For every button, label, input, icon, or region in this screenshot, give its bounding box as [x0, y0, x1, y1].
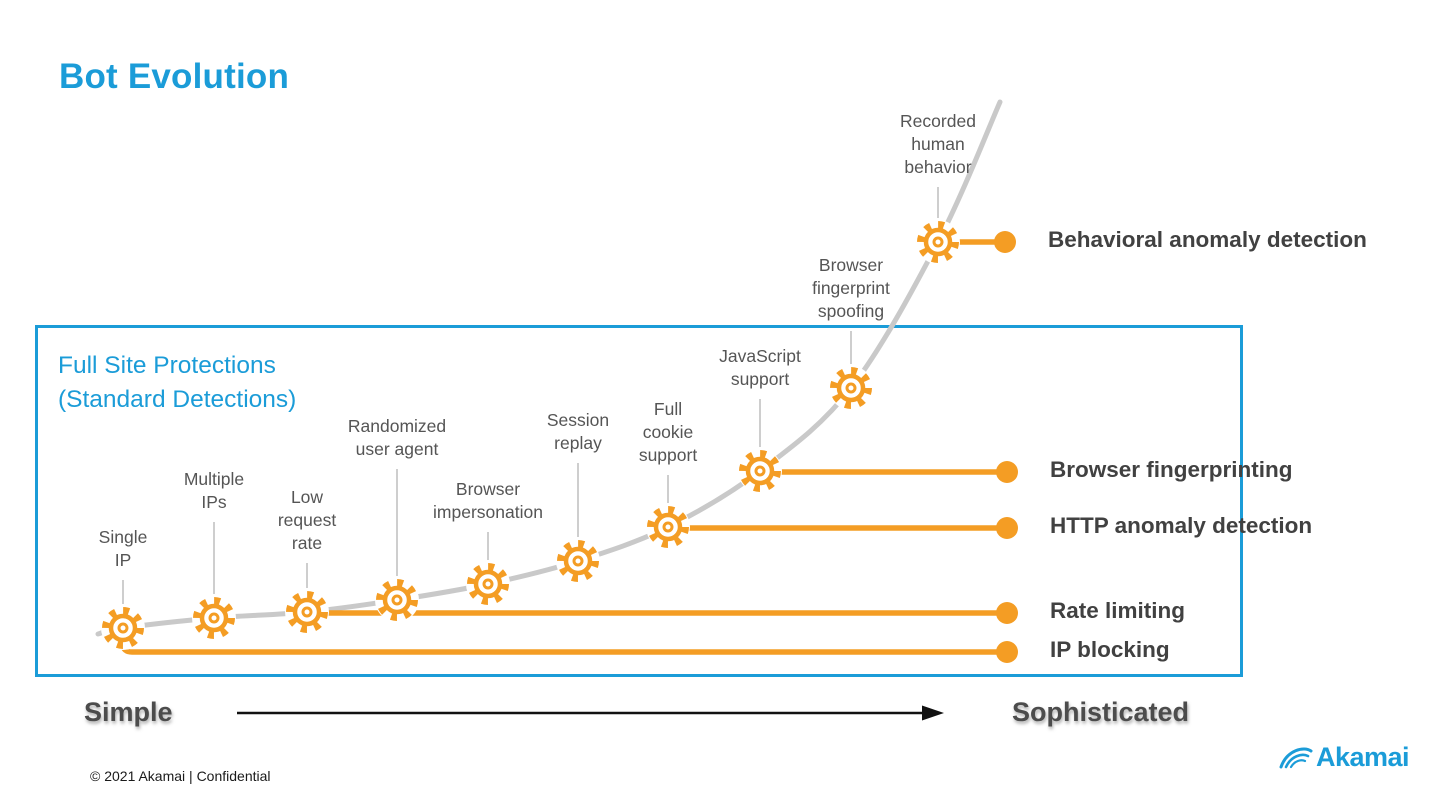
technique-label-6: Full cookie support — [638, 399, 698, 465]
detection-dot-3 — [996, 602, 1018, 624]
axis-arrow-head — [922, 705, 944, 721]
technique-label-0: Single IP — [98, 527, 148, 570]
detection-label-3: Rate limiting — [1050, 598, 1186, 623]
gear-icon-2 — [285, 590, 329, 634]
full-site-protections-label: Full Site Protections (Standard Detectio… — [58, 352, 297, 413]
page-title: Bot Evolution — [59, 57, 290, 96]
technique-label-8: Browser fingerprint spoofing — [812, 255, 890, 321]
gear-icon-6 — [646, 505, 690, 549]
detection-dot-2 — [996, 517, 1018, 539]
detection-line-4 — [120, 625, 1010, 655]
detection-dot-0 — [994, 231, 1016, 253]
akamai-wave-icon — [1279, 747, 1313, 769]
technique-label-5: Session replay — [546, 410, 610, 453]
technique-label-2: Low request rate — [277, 487, 337, 553]
detection-label-0: Behavioral anomaly detection — [1048, 227, 1367, 252]
detection-dot-1 — [996, 461, 1018, 483]
full-site-protections-box — [35, 325, 1243, 677]
gear-icon-3 — [375, 578, 419, 622]
technique-label-1: Multiple IPs — [183, 469, 245, 512]
gear-icon-9 — [916, 220, 960, 264]
technique-label-3: Randomized user agent — [347, 416, 447, 459]
gear-icon-8 — [829, 366, 873, 410]
detection-label-1: Browser fingerprinting — [1050, 457, 1293, 482]
detection-label-2: HTTP anomaly detection — [1050, 513, 1313, 538]
axis-label-sophisticated: Sophisticated — [1012, 697, 1190, 727]
detection-label-4: IP blocking — [1050, 637, 1170, 662]
axis-label-simple: Simple — [84, 697, 173, 727]
detection-dot-4 — [996, 641, 1018, 663]
technique-label-9: Recorded human behavior — [900, 111, 976, 177]
technique-label-7: JavaScript support — [719, 346, 801, 389]
gear-icon-1 — [192, 596, 236, 640]
akamai-logo-text: Akamai — [1316, 742, 1410, 772]
gear-icon-0 — [101, 606, 145, 650]
gear-icon-5 — [556, 539, 600, 583]
copyright-text: © 2021 Akamai | Confidential — [90, 768, 271, 784]
technique-label-4: Browser impersonation — [433, 479, 543, 522]
akamai-logo: Akamai — [1278, 742, 1410, 772]
gear-icon-4 — [466, 562, 510, 606]
gear-icon-7 — [738, 449, 782, 493]
